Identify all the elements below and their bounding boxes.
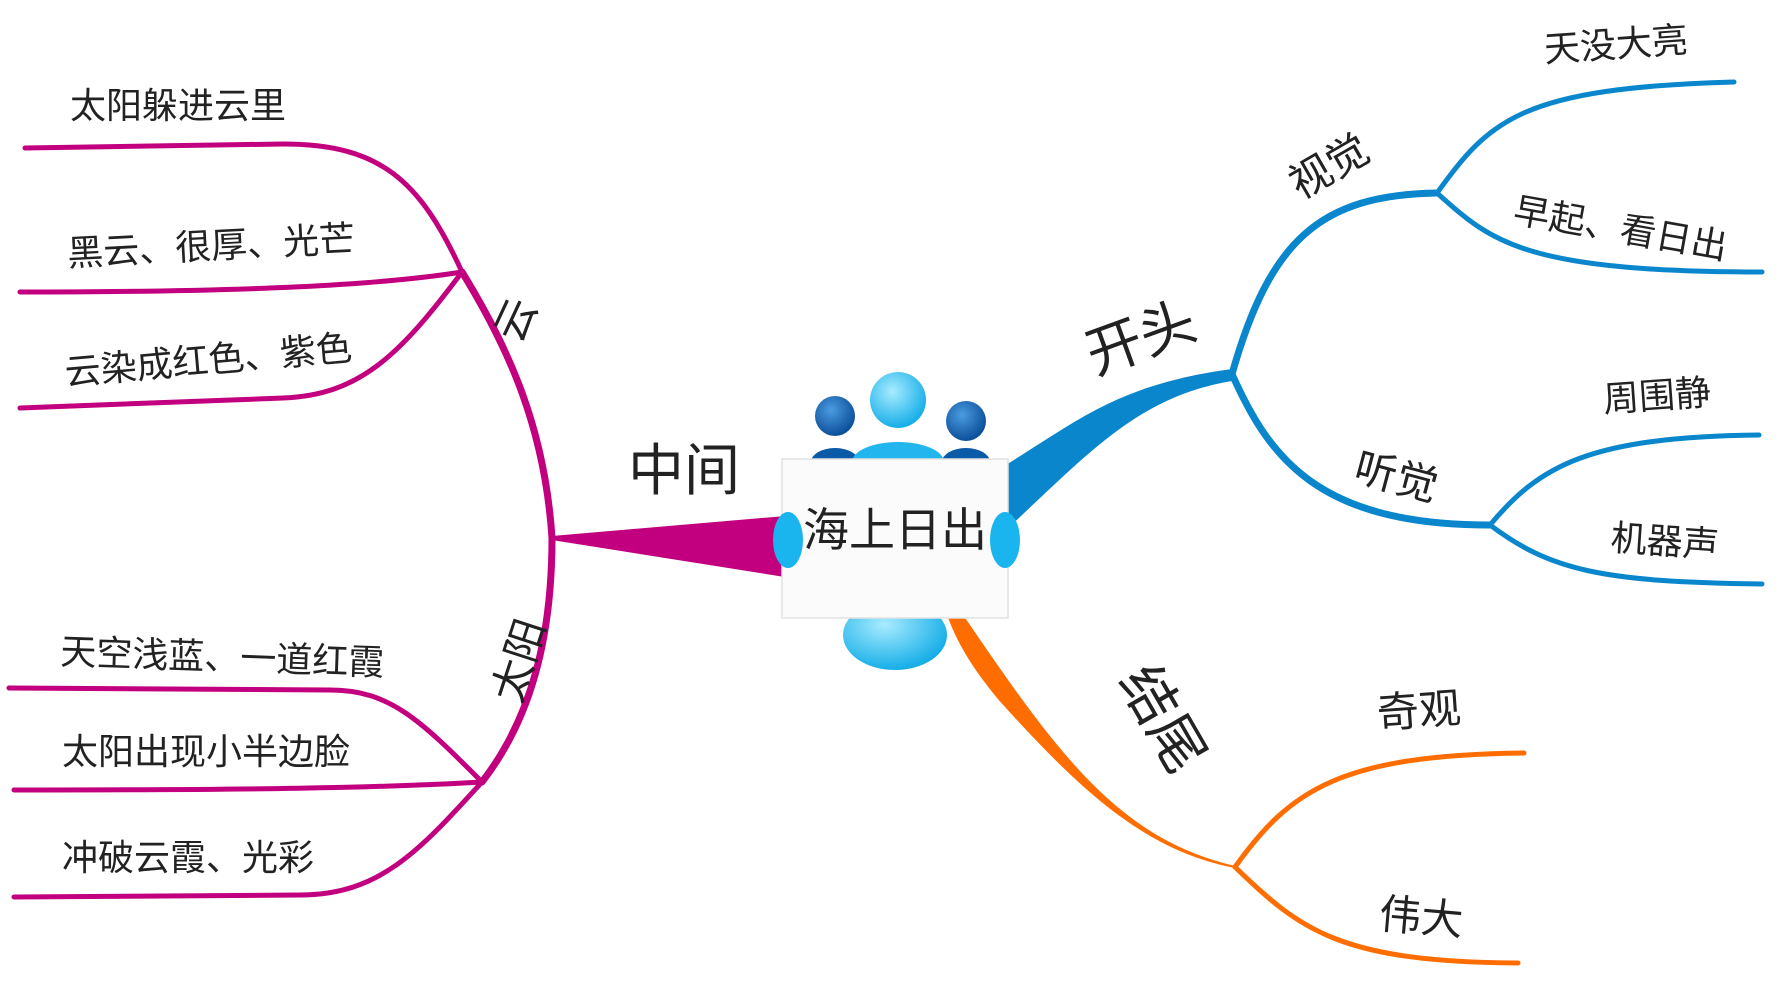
leaf-line-clouds-3 [17,269,465,411]
branch-sight-stem [1228,189,1441,378]
figure-head-right [946,401,986,441]
branch-sight-label: 视觉 [1281,124,1378,208]
leaf-line-sight-2 [1434,190,1765,275]
branch-start-trunk [998,368,1233,527]
figure-hand-left [773,512,803,568]
branch-end [943,603,1527,966]
branch-sun-label: 太阳 [483,613,556,708]
branch-hearing-label: 听觉 [1349,442,1443,511]
branch-middle [6,141,787,900]
leaf-sun-1: 天空浅蓝、一道红霞 [60,632,385,684]
branch-clouds-stem [458,268,556,542]
branch-end-label: 结尾 [1106,655,1218,784]
leaf-clouds-2: 黑云、很厚、光芒 [66,219,356,275]
branch-middle-label: 中间 [628,439,740,504]
leaf-line-sun-2 [11,779,485,793]
figure-hand-right [990,512,1020,568]
center-title: 海上日出 [803,503,987,557]
leaf-line-clouds-1 [22,141,465,275]
leaf-line-clouds-2 [17,269,465,295]
branch-end-trunk [943,603,1236,868]
leaf-clouds-1: 太阳躲进云里 [70,86,286,127]
branch-hearing-stem [1228,370,1494,529]
leaf-line-end-2 [1232,864,1521,966]
center-node[interactable]: 海上日出 [773,372,1020,670]
leaf-sight-1: 天没大亮 [1543,20,1690,71]
leaf-clouds-3: 云染成红色、紫色 [63,328,353,394]
figure-head-left [815,396,855,436]
figure-head-center [870,372,926,428]
leaf-line-sun-1 [6,685,485,785]
leaf-hearing-2: 机器声 [1609,518,1720,566]
branch-sun-stem [478,534,556,786]
leaf-line-sun-3 [11,779,485,900]
leaf-sun-2: 太阳出现小半边脸 [62,732,350,773]
branch-start [998,79,1765,587]
branch-start-label: 开头 [1078,289,1205,388]
leaf-line-hearing-1 [1487,432,1762,528]
leaf-hearing-1: 周围静 [1602,373,1713,421]
leaf-end-2: 伟大 [1377,889,1465,945]
branch-clouds-label: 云 [485,290,547,349]
leaf-end-1: 奇观 [1375,683,1462,738]
leaf-line-end-1 [1232,750,1527,870]
leaf-line-sight-1 [1434,79,1737,196]
branch-middle-trunk [551,515,787,578]
leaf-line-hearing-2 [1487,522,1765,587]
leaf-sun-3: 冲破云霞、光彩 [62,838,314,879]
